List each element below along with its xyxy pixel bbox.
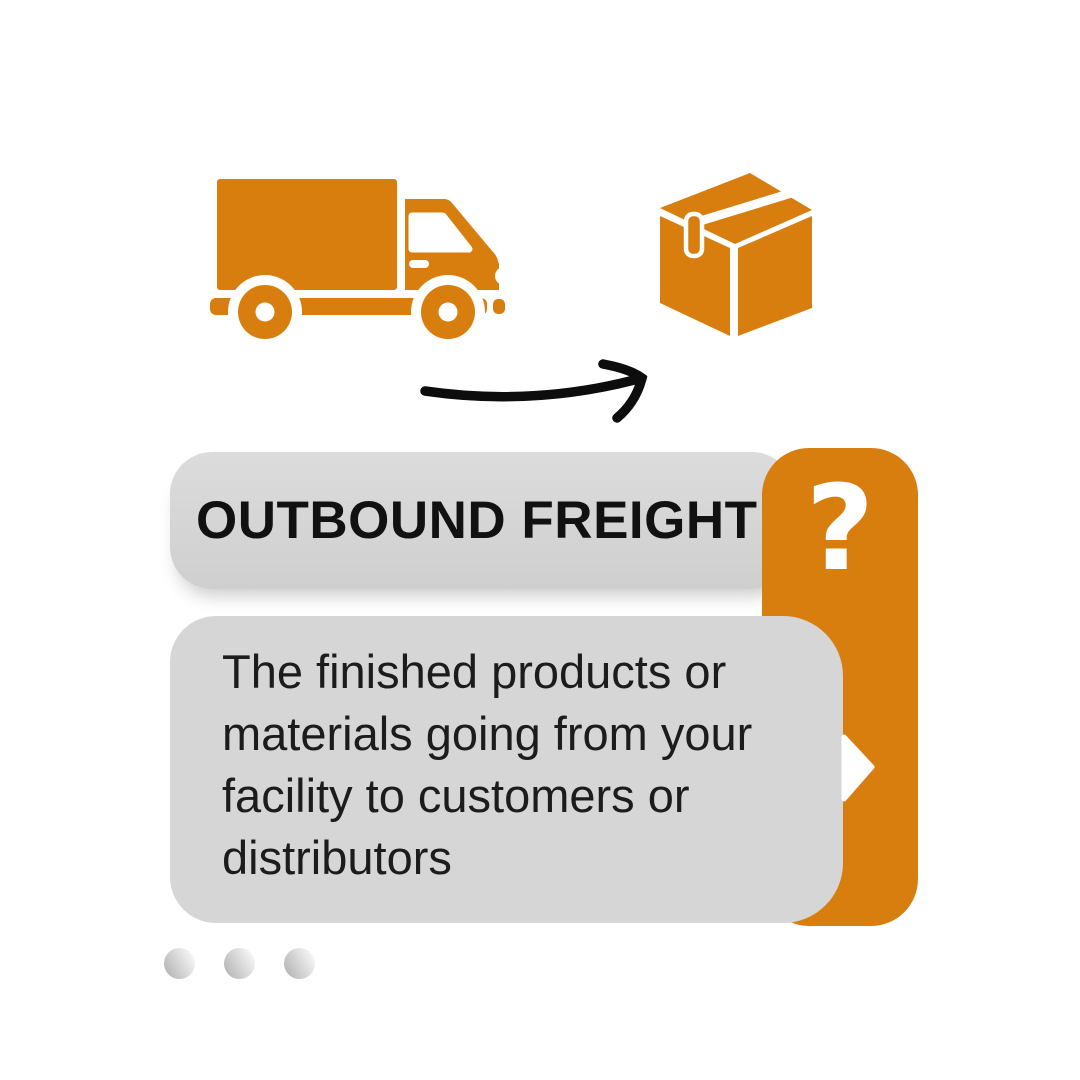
- package-box-icon: [660, 173, 812, 336]
- page-title: OUTBOUND FREIGHT: [196, 491, 758, 550]
- delivery-truck-icon: [210, 179, 507, 342]
- pagination-dot[interactable]: [164, 948, 195, 979]
- pagination-dot[interactable]: [224, 948, 255, 979]
- pagination-dots: [164, 948, 364, 982]
- curved-right-arrow-icon: [420, 359, 648, 423]
- question-mark-icon: ?: [805, 459, 875, 597]
- description-box: The finished products or materials going…: [170, 616, 843, 923]
- description-text: The finished products or materials going…: [222, 645, 753, 884]
- chevron-right-icon[interactable]: [841, 734, 877, 802]
- title-bar: OUTBOUND FREIGHT: [170, 452, 794, 589]
- pagination-dot[interactable]: [284, 948, 315, 979]
